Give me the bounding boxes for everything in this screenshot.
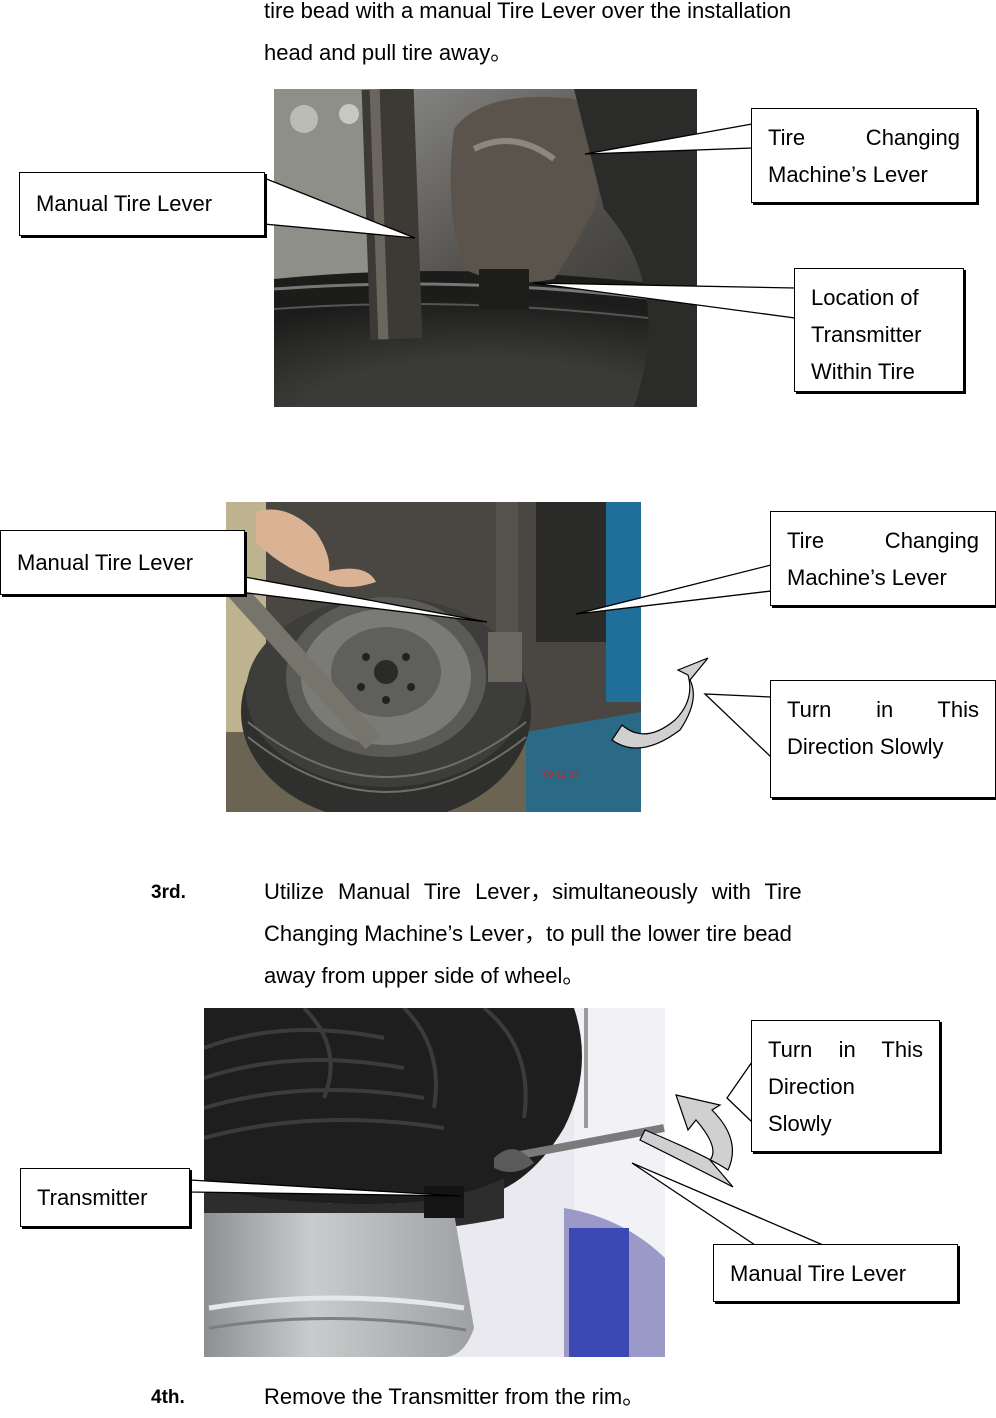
callout-machine-lever-fig2: Tire Changing Machine’s Lever (770, 511, 996, 606)
callout-line: Within Tire (811, 359, 915, 384)
callout-turn-direction-fig2: Turn in This Direction Slowly (770, 680, 996, 798)
callout-line: Turn in This (787, 697, 979, 722)
callout-manual-tire-lever-fig3: Manual Tire Lever (713, 1244, 958, 1302)
callout-line: Transmitter (811, 322, 922, 347)
callout-line: Direction (768, 1074, 855, 1099)
callout-manual-tire-lever-fig1: Manual Tire Lever (19, 172, 265, 236)
callout-line: Machine’s Lever (787, 565, 947, 590)
callout-transmitter-location-fig1: Location of Transmitter Within Tire (794, 268, 964, 392)
callout-transmitter-fig3: Transmitter (20, 1168, 190, 1227)
step-3-line-1: Utilize Manual Tire Lever，simultaneously… (264, 879, 802, 904)
callout-line: Turn in This (768, 1037, 923, 1062)
figure3-photo-lower-bead (204, 1008, 665, 1357)
callout-line: Tire Changing (768, 125, 960, 150)
svg-text:'09 12 03: '09 12 03 (542, 769, 579, 779)
figure2-photo-wheel-on-machine: '09 12 03 (226, 502, 641, 812)
figure1-photo-tire-lever-closeup (274, 89, 697, 407)
callout-machine-lever-fig1: Tire Changing Machine’s Lever (751, 108, 977, 203)
step-4-text: Remove the Transmitter from the rim。 (264, 1384, 645, 1409)
callout-turn-direction-fig3: Turn in This Direction Slowly (751, 1020, 940, 1152)
step-3-label: 3rd. (151, 882, 186, 903)
callout-line: Machine’s Lever (768, 162, 928, 187)
callout-line: Direction Slowly (787, 734, 944, 759)
callout-line: Tire Changing (787, 528, 979, 553)
callout-line: Location of (811, 285, 919, 310)
callout-manual-tire-lever-fig2: Manual Tire Lever (0, 530, 245, 595)
intro-line-1: tire bead with a manual Tire Lever over … (264, 0, 792, 23)
step-3-line-2: Changing Machine’s Lever，to pull the low… (264, 921, 792, 946)
intro-line-2: head and pull tire away。 (264, 40, 513, 65)
callout-line: Slowly (768, 1111, 832, 1136)
step-3-line-3: away from upper side of wheel。 (264, 963, 585, 988)
step-4-label: 4th. (151, 1387, 185, 1408)
